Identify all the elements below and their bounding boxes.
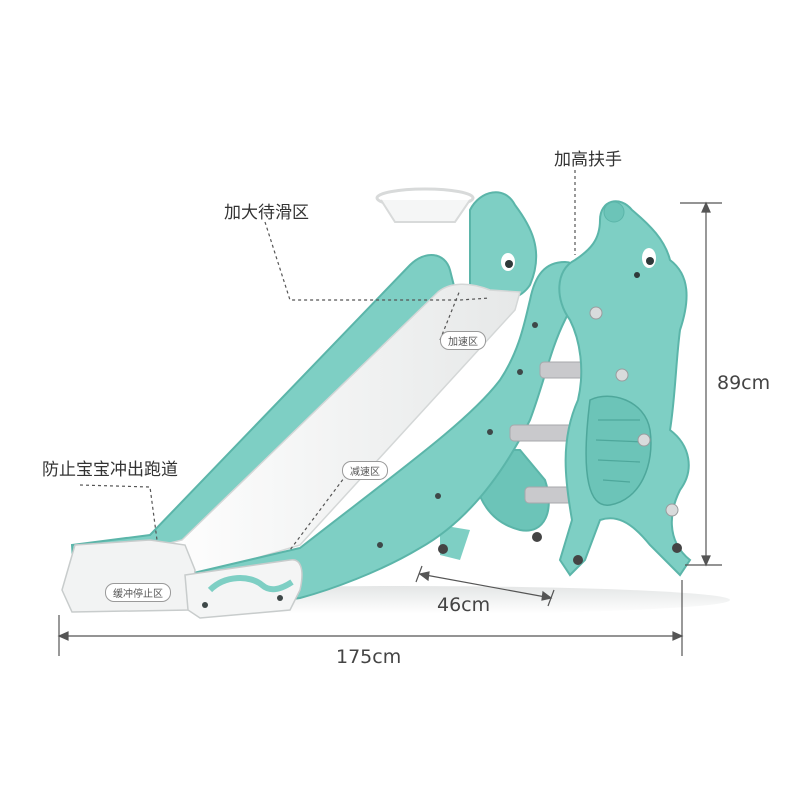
- dimension-length-label: 175cm: [336, 646, 402, 668]
- dimension-depth-label: 46cm: [437, 594, 491, 616]
- label-decel-zone: 减速区: [342, 461, 388, 480]
- callout-anti-run: 防止宝宝冲出跑道: [42, 460, 178, 480]
- rail-bolts: [377, 322, 538, 548]
- hoop-ring: [375, 187, 475, 223]
- length-dimension: [57, 580, 684, 656]
- height-dimension: [680, 201, 722, 567]
- label-accel-zone: 加速区: [440, 331, 486, 350]
- end-bumper-right: [184, 559, 303, 619]
- label-buffer-zone: 缓冲停止区: [105, 583, 171, 602]
- callout-wait-zone: 加大待滑区: [224, 203, 309, 223]
- front-dinosaur-frame: [558, 200, 692, 577]
- slide-bed: [149, 283, 521, 579]
- callout-handrail: 加高扶手: [554, 150, 622, 170]
- dimension-height-label: 89cm: [717, 372, 771, 394]
- bumper-wave: [207, 575, 294, 593]
- depth-dimension: [415, 565, 555, 607]
- bumper-bolts: [202, 595, 283, 608]
